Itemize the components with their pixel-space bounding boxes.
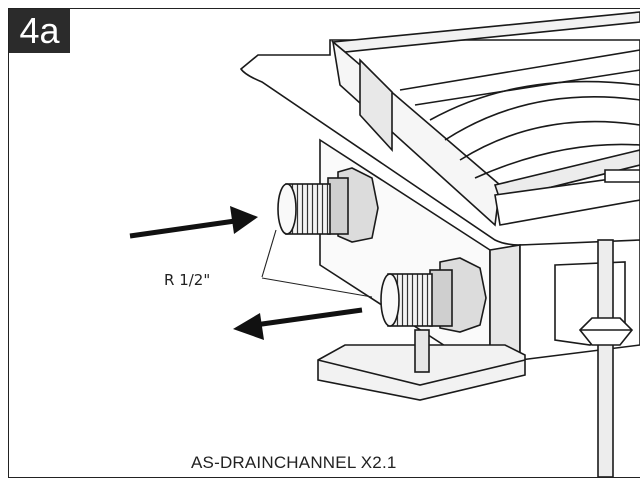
drain-channel-body [239,11,640,477]
thread-size-label: R 1/2" [164,271,211,289]
dimension-leader-lines [261,229,373,298]
step-badge: 4a [9,9,70,53]
arrow-right-icon [129,206,258,239]
upper-fitting [277,167,379,243]
lower-fitting [380,257,487,333]
arrow-left-icon [233,307,363,340]
product-caption: AS-DRAINCHANNEL X2.1 [191,453,397,472]
